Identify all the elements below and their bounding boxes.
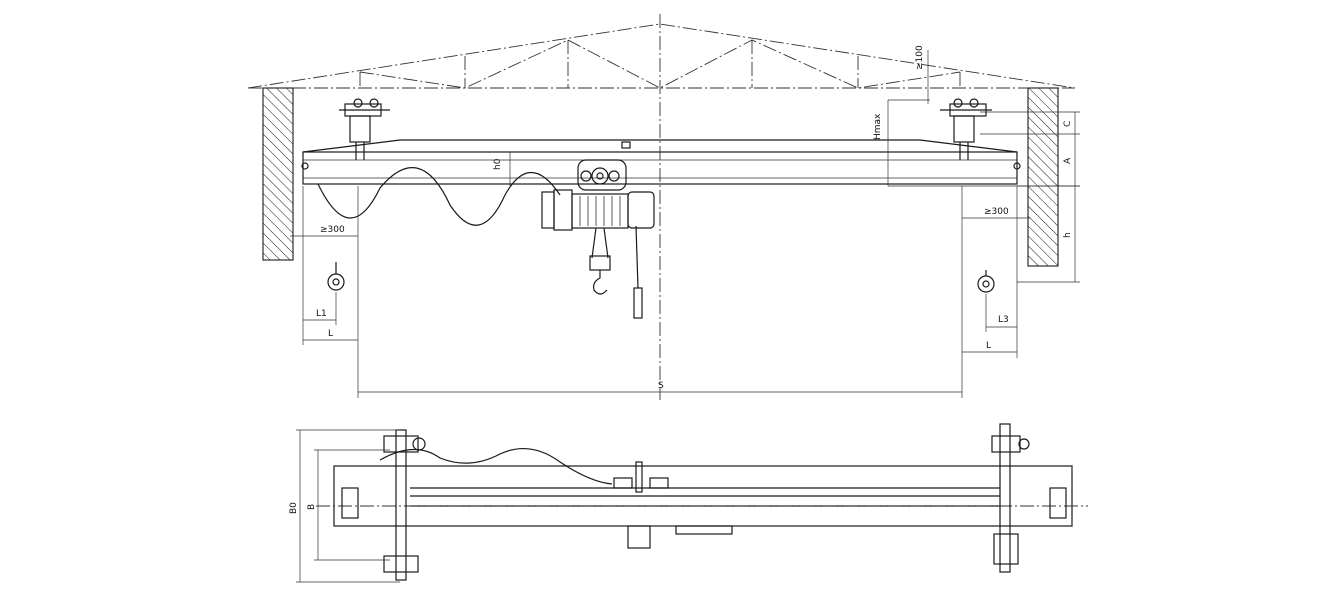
left-end-carriage [339, 98, 390, 160]
dim-labels: h0 Hmax C A h L1 L L3 L S ≥300 ≥300 ≥100 [316, 45, 1073, 391]
label-hmax: Hmax [873, 113, 883, 140]
label-clear-right: ≥300 [984, 207, 1009, 217]
main-girder [301, 139, 1021, 185]
label-l-left: L [328, 329, 333, 339]
left-wall [262, 87, 294, 261]
label-clear-left: ≥300 [320, 225, 345, 235]
roof-truss [247, 14, 1076, 400]
right-pendant-hook [977, 270, 995, 293]
label-a: A [1063, 157, 1073, 164]
label-h0: h0 [493, 158, 503, 170]
plan-view: B0 B [289, 423, 1088, 583]
label-h: h [1063, 232, 1073, 238]
label-s: S [658, 381, 664, 391]
label-b0: B0 [289, 502, 299, 514]
label-l-right: L [986, 341, 991, 351]
label-c: C [1063, 121, 1073, 127]
dim-lines [290, 50, 1080, 398]
right-wall [1027, 87, 1059, 267]
label-l3: L3 [998, 315, 1009, 325]
label-b: B [307, 504, 317, 510]
left-pendant-hook [327, 262, 345, 291]
festoon-cable [317, 167, 561, 226]
right-end-carriage [940, 98, 992, 160]
label-clear-top: ≥100 [915, 45, 925, 70]
electric-hoist [541, 159, 655, 319]
label-l1: L1 [316, 309, 327, 319]
